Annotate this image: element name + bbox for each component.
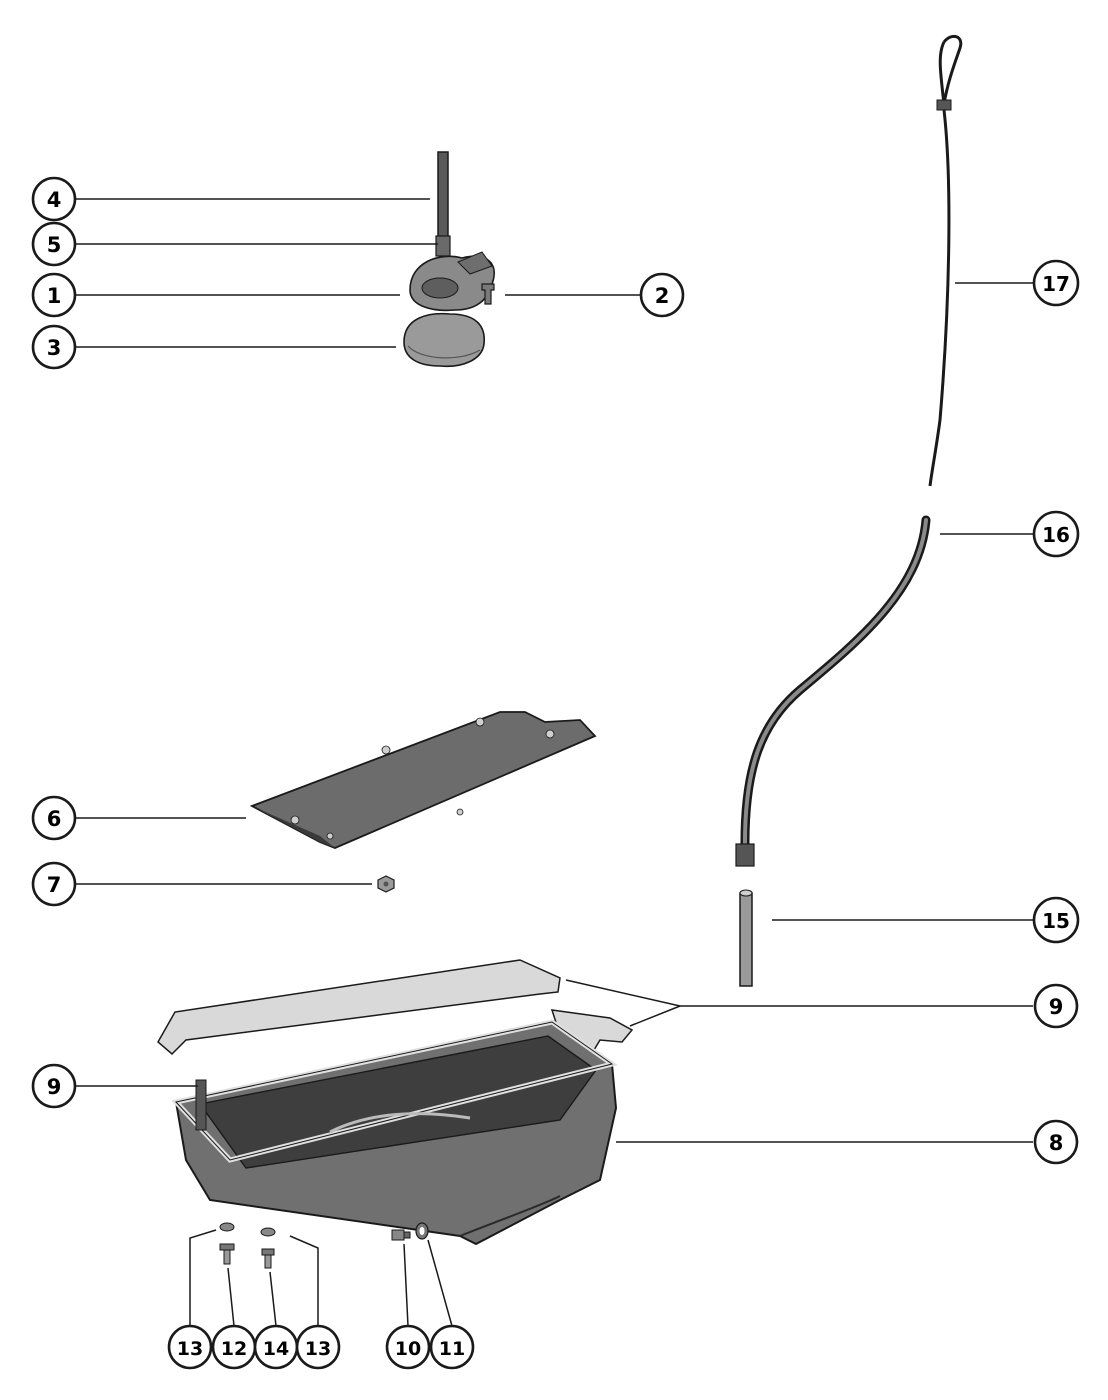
leader-lines: [76, 198, 1033, 1327]
drain-plug-part: [391, 1229, 411, 1241]
callout-number: 5: [47, 233, 62, 257]
callout-12: 12: [211, 1324, 257, 1370]
callout-16: 16: [1032, 510, 1080, 558]
callout-3: 3: [31, 324, 77, 370]
leader-line: [269, 1271, 277, 1327]
windage-tray-part: [249, 711, 597, 849]
leader-line: [427, 1239, 453, 1327]
washer-left-part: [219, 1222, 235, 1232]
callout-13-left: 13: [167, 1324, 213, 1370]
leader-line: [227, 1267, 235, 1327]
bolt-right-part: [261, 1248, 275, 1269]
callout-7: 7: [31, 861, 77, 907]
leader-line: [403, 1243, 409, 1327]
callout-number: 6: [47, 807, 62, 831]
pump-bolt-part: [481, 283, 495, 305]
callout-11: 11: [429, 1324, 475, 1370]
callout-number: 2: [655, 284, 670, 308]
callout-number: 10: [395, 1338, 421, 1360]
callout-number: 12: [221, 1338, 247, 1360]
nut-part: [377, 875, 395, 893]
callout-number: 4: [47, 188, 62, 212]
callout-14: 14: [253, 1324, 299, 1370]
bolt-left-part: [219, 1243, 235, 1265]
callout-number: 8: [1049, 1131, 1064, 1155]
dipstick-tube-part: [735, 515, 931, 867]
callout-number: 9: [1049, 995, 1064, 1019]
callout-number: 17: [1042, 272, 1070, 296]
callout-number: 14: [263, 1338, 289, 1360]
callout-9-right: 9: [1033, 983, 1079, 1029]
callout-6: 6: [31, 795, 77, 841]
callout-number: 13: [177, 1338, 203, 1360]
callout-number: 15: [1042, 909, 1070, 933]
callout-5: 5: [31, 221, 77, 267]
drive-shaft-part: [435, 235, 451, 257]
callout-number: 11: [439, 1338, 465, 1360]
oil-pump-assembly: [403, 151, 495, 368]
callout-9-left: 9: [31, 1063, 77, 1109]
washer-right-part: [260, 1227, 276, 1237]
callout-8: 8: [1033, 1119, 1079, 1165]
dipstick-part: [928, 34, 963, 487]
callout-number: 13: [305, 1338, 331, 1360]
leader-line: [189, 1229, 217, 1326]
callout-number: 9: [47, 1075, 62, 1099]
callout-1: 1: [31, 272, 77, 318]
tube-insert-part: [739, 889, 753, 987]
leader-line: [565, 979, 681, 1007]
callout-10: 10: [385, 1324, 431, 1370]
callout-2: 2: [639, 272, 685, 318]
callout-15: 15: [1032, 896, 1080, 944]
oil-pump-screen-part: [403, 312, 485, 368]
callout-number: 3: [47, 336, 62, 360]
pickup-tube-part: [437, 151, 449, 245]
callout-4: 4: [31, 176, 77, 222]
callout-number: 16: [1042, 523, 1070, 547]
drain-plug-gasket-part: [415, 1222, 429, 1240]
oil-pan-part: [171, 1019, 618, 1246]
callout-17: 17: [1032, 259, 1080, 307]
callout-number: 7: [47, 873, 62, 897]
callout-13-right: 13: [295, 1324, 341, 1370]
callout-number: 1: [47, 284, 62, 308]
leader-line: [289, 1235, 319, 1326]
leader-line: [629, 1005, 681, 1027]
